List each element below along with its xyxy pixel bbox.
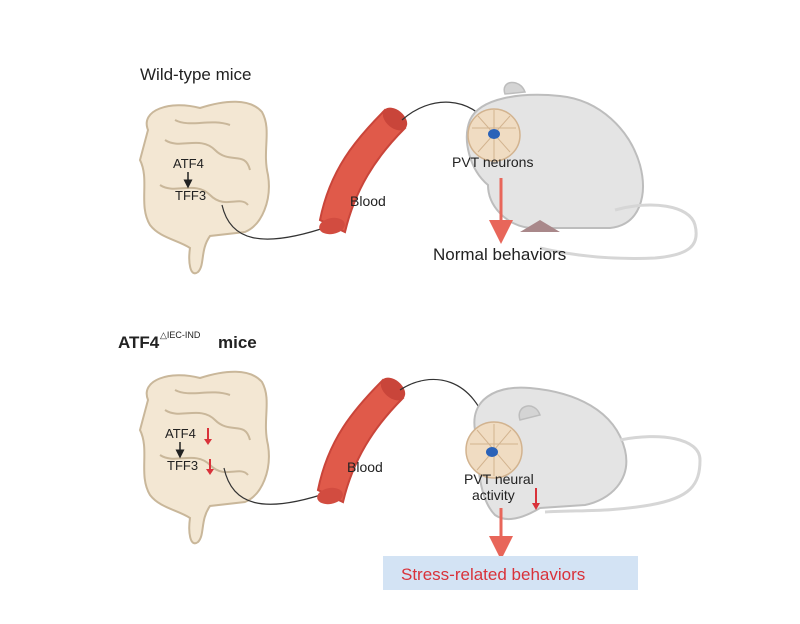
outcome-label: Normal behaviors [433, 245, 566, 264]
brain-label-line2: activity [472, 487, 515, 503]
brain-icon [467, 108, 521, 162]
gene-tff3: TFF3 [175, 188, 206, 203]
mouse-icon [465, 81, 698, 260]
gene-atf4: ATF4 [165, 426, 196, 441]
outcome-label: Stress-related behaviors [401, 565, 585, 584]
panel-title: Wild-type mice [140, 65, 251, 84]
panel-title-superscript: △IEC-IND [160, 330, 201, 340]
connector-gut-blood [223, 467, 331, 505]
panel-title-suffix: mice [218, 333, 257, 352]
outcome-box [383, 556, 638, 590]
blood-vessel-icon [318, 107, 408, 235]
panel-title-main: ATF4 [118, 333, 160, 352]
gene-atf4: ATF4 [173, 156, 204, 171]
gene-tff3: TFF3 [167, 458, 198, 473]
brain-icon [465, 421, 523, 479]
intestine-icon [138, 370, 270, 545]
panel-knockout: ATF4 △IEC-IND mice ATF4 TFF3 Blood [118, 330, 702, 590]
blood-vessel-icon [316, 377, 406, 505]
brain-label: PVT neurons [452, 154, 533, 170]
brain-label-line1: PVT neural [464, 471, 534, 487]
mouse-icon [473, 386, 702, 521]
connector-gut-blood [221, 204, 331, 240]
vessel-label: Blood [350, 193, 386, 209]
vessel-label: Blood [347, 459, 383, 475]
panel-wild-type: Wild-type mice ATF4 TFF3 Blood [138, 65, 698, 275]
